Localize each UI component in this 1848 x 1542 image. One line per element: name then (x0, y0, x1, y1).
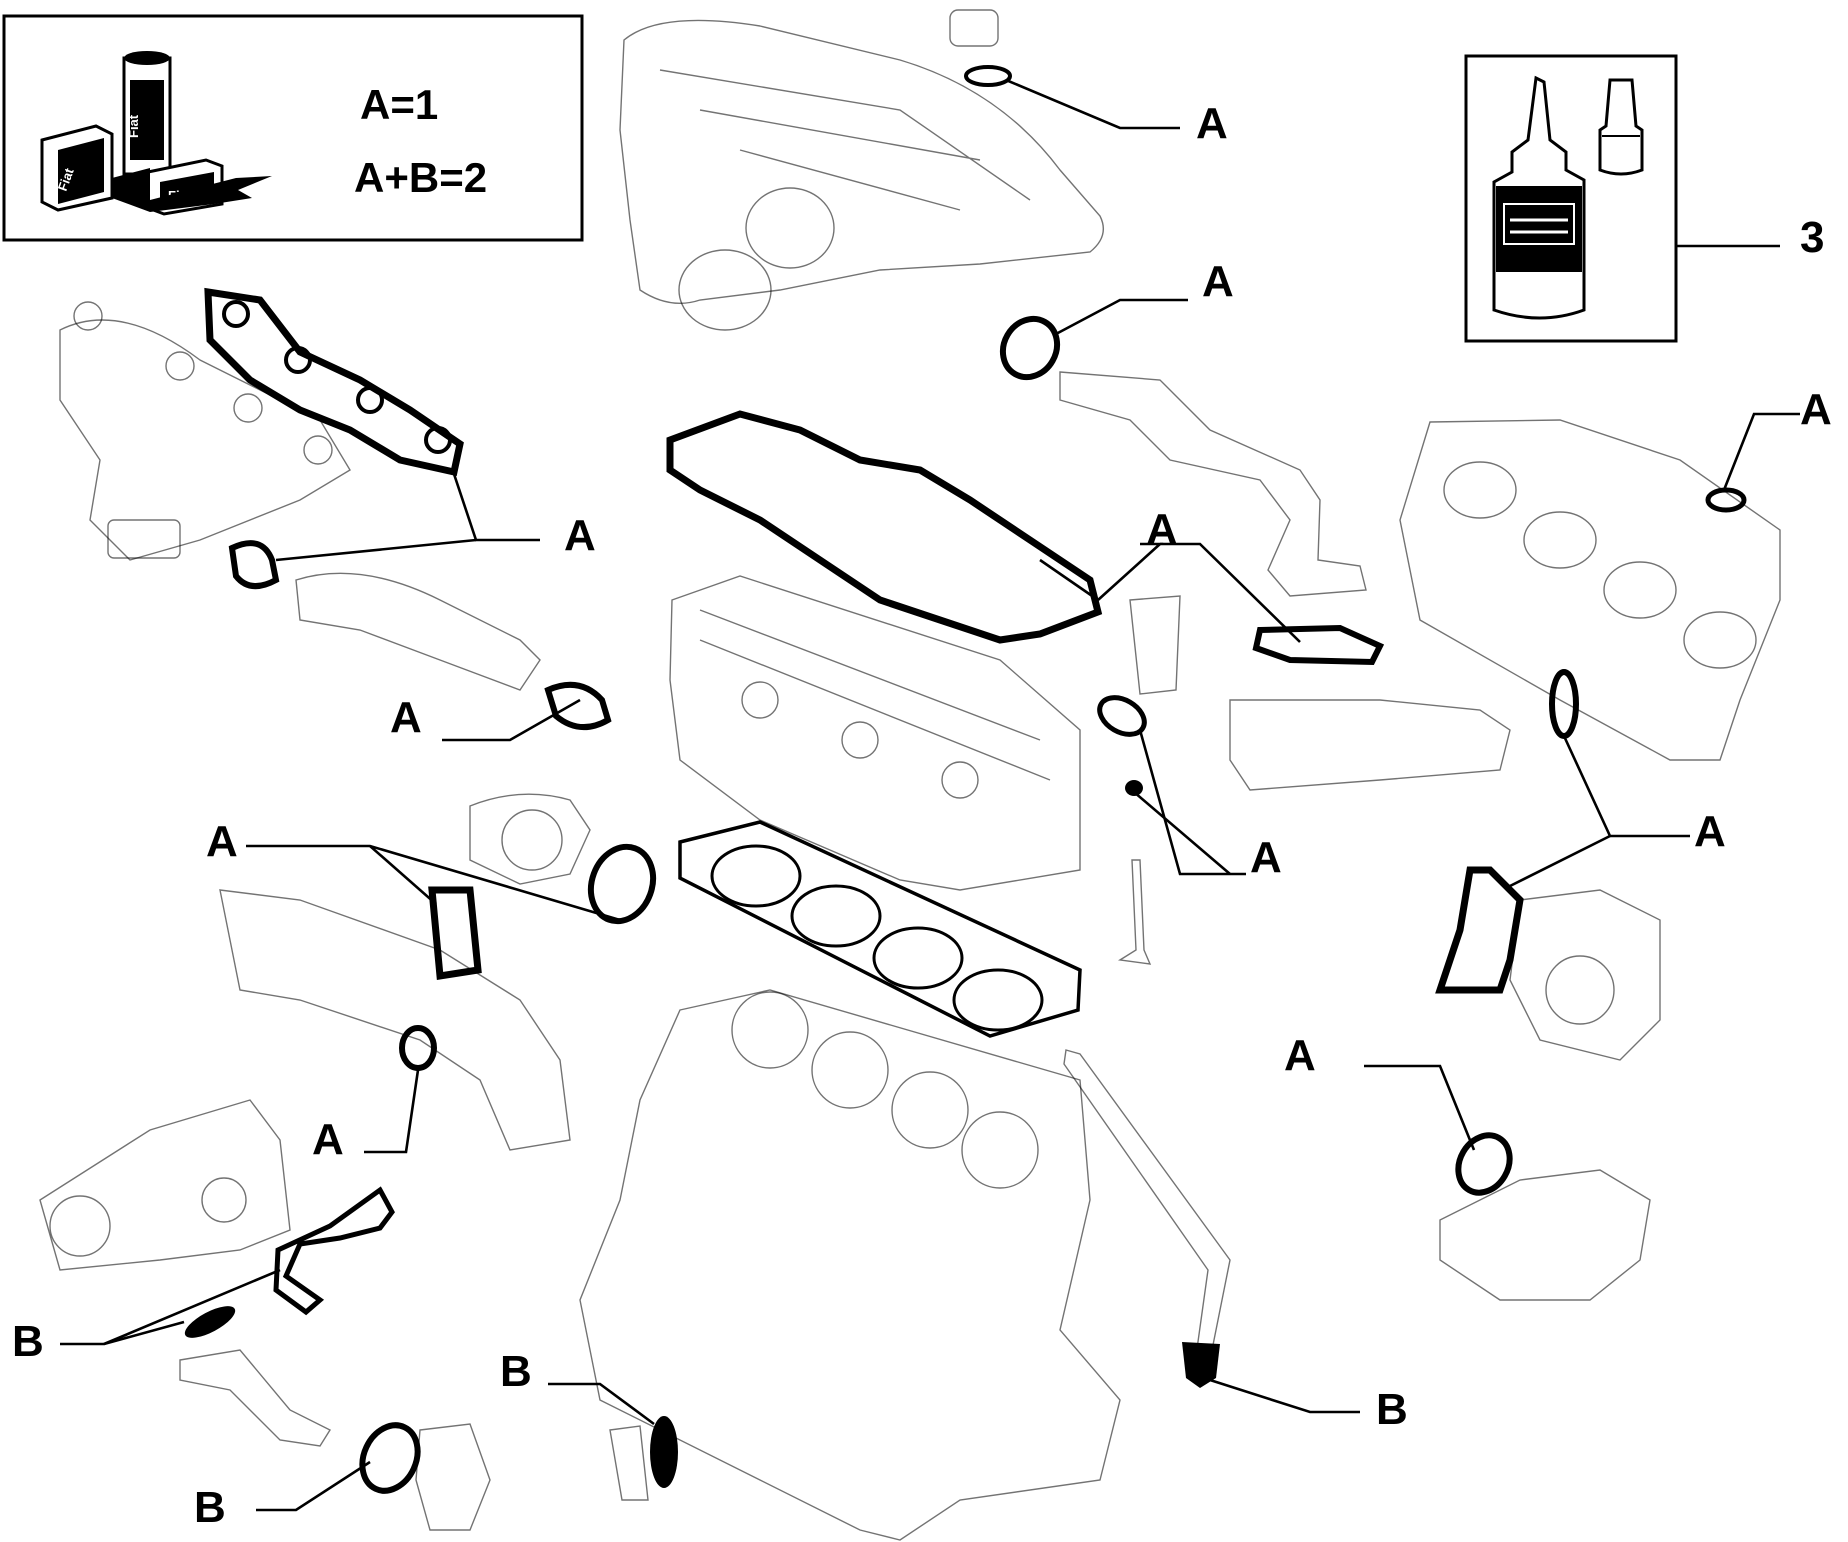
callout-a-thermostat: A (1284, 1031, 1316, 1080)
sealant-tube-icon (1492, 75, 1586, 320)
callout-a-intake-oring: A (1800, 385, 1832, 434)
faint-parts (39, 9, 1781, 1541)
svg-text:Fiat: Fiat (126, 114, 141, 138)
callout-b-oil-pump: B (12, 1317, 44, 1366)
small-housing (415, 1423, 491, 1531)
legend-line-a-plus-b: A+B=2 (354, 154, 487, 201)
egr-oring (999, 315, 1061, 381)
callout-3: 3 (1800, 213, 1824, 262)
water-pump-oring (587, 843, 657, 925)
leader-lines (60, 78, 1800, 1512)
legend-line-a: A=1 (360, 81, 438, 128)
callout-b-dipstick: B (1376, 1385, 1408, 1434)
water-pump (469, 793, 591, 885)
cap-icon (1598, 78, 1644, 176)
callout-a-valve-seals: A (1250, 833, 1282, 882)
injector-sleeve (1129, 595, 1181, 695)
thermostat-housing (1439, 1169, 1651, 1301)
pickup-oring (359, 1422, 421, 1494)
flex-pipe (295, 572, 541, 691)
valve-seal (1125, 780, 1143, 796)
filler-cap-oring (964, 65, 1012, 87)
package-icon: Fiat Fiat Fiat (40, 51, 272, 216)
exhaust-manifold (59, 301, 351, 561)
gaskets (184, 65, 1747, 1501)
vacuum-pump-gasket (1435, 866, 1524, 994)
egr-tube (1059, 371, 1367, 597)
callout-b-block-seal: B (500, 1347, 532, 1396)
callout-b-pickup: B (194, 1483, 226, 1532)
flange-gasket-2 (544, 681, 612, 730)
head-gasket (678, 820, 1082, 1038)
callout-labels: A A A A A A A A A A A B B B B (12, 99, 1832, 1532)
legend-box: Fiat Fiat Fiat A=1 A+B=2 (2, 14, 584, 242)
rocker-cover-gasket (666, 410, 1103, 644)
coolant-flange-gasket (428, 886, 482, 981)
flange-gasket-1 (228, 540, 280, 589)
sealant-kit-box: 3 (1464, 54, 1824, 343)
cylinder-head (669, 575, 1081, 891)
oil-pickup (179, 1349, 332, 1447)
intake-oring (1705, 487, 1747, 513)
intake-manifold-right (1399, 419, 1781, 761)
crank-seal (184, 1306, 236, 1338)
callout-a-rocker-gasket: A (1146, 505, 1178, 554)
oil-pump (39, 1099, 291, 1271)
callout-a-fitting: A (312, 1115, 344, 1164)
valve (1117, 859, 1152, 965)
sleeve-oring (1097, 695, 1147, 737)
egr-valve (1229, 699, 1511, 791)
egr-flange-gasket (1252, 624, 1385, 666)
vertical-oring (1549, 669, 1579, 739)
vacuum-pump (1509, 889, 1661, 1061)
callout-a-flange-gasket: A (390, 693, 422, 742)
intake-manifold-cover (619, 9, 1104, 331)
fitting-gasket (399, 1025, 437, 1071)
engine-block (579, 989, 1121, 1541)
callout-a-filler-cap: A (1196, 99, 1228, 148)
oil-pump-gasket (273, 1186, 395, 1316)
callout-a-exhaust-gasket: A (564, 511, 596, 560)
thermostat-oring (1455, 1132, 1513, 1196)
callout-a-vacuum-pump: A (1694, 807, 1726, 856)
block-seal (650, 1416, 678, 1488)
callout-a-egr-oring: A (1202, 257, 1234, 306)
callout-a-water-pump: A (206, 817, 238, 866)
exhaust-manifold-gasket (204, 287, 464, 477)
dipstick-seal (1182, 1342, 1220, 1388)
coolant-pipe (219, 889, 571, 1151)
